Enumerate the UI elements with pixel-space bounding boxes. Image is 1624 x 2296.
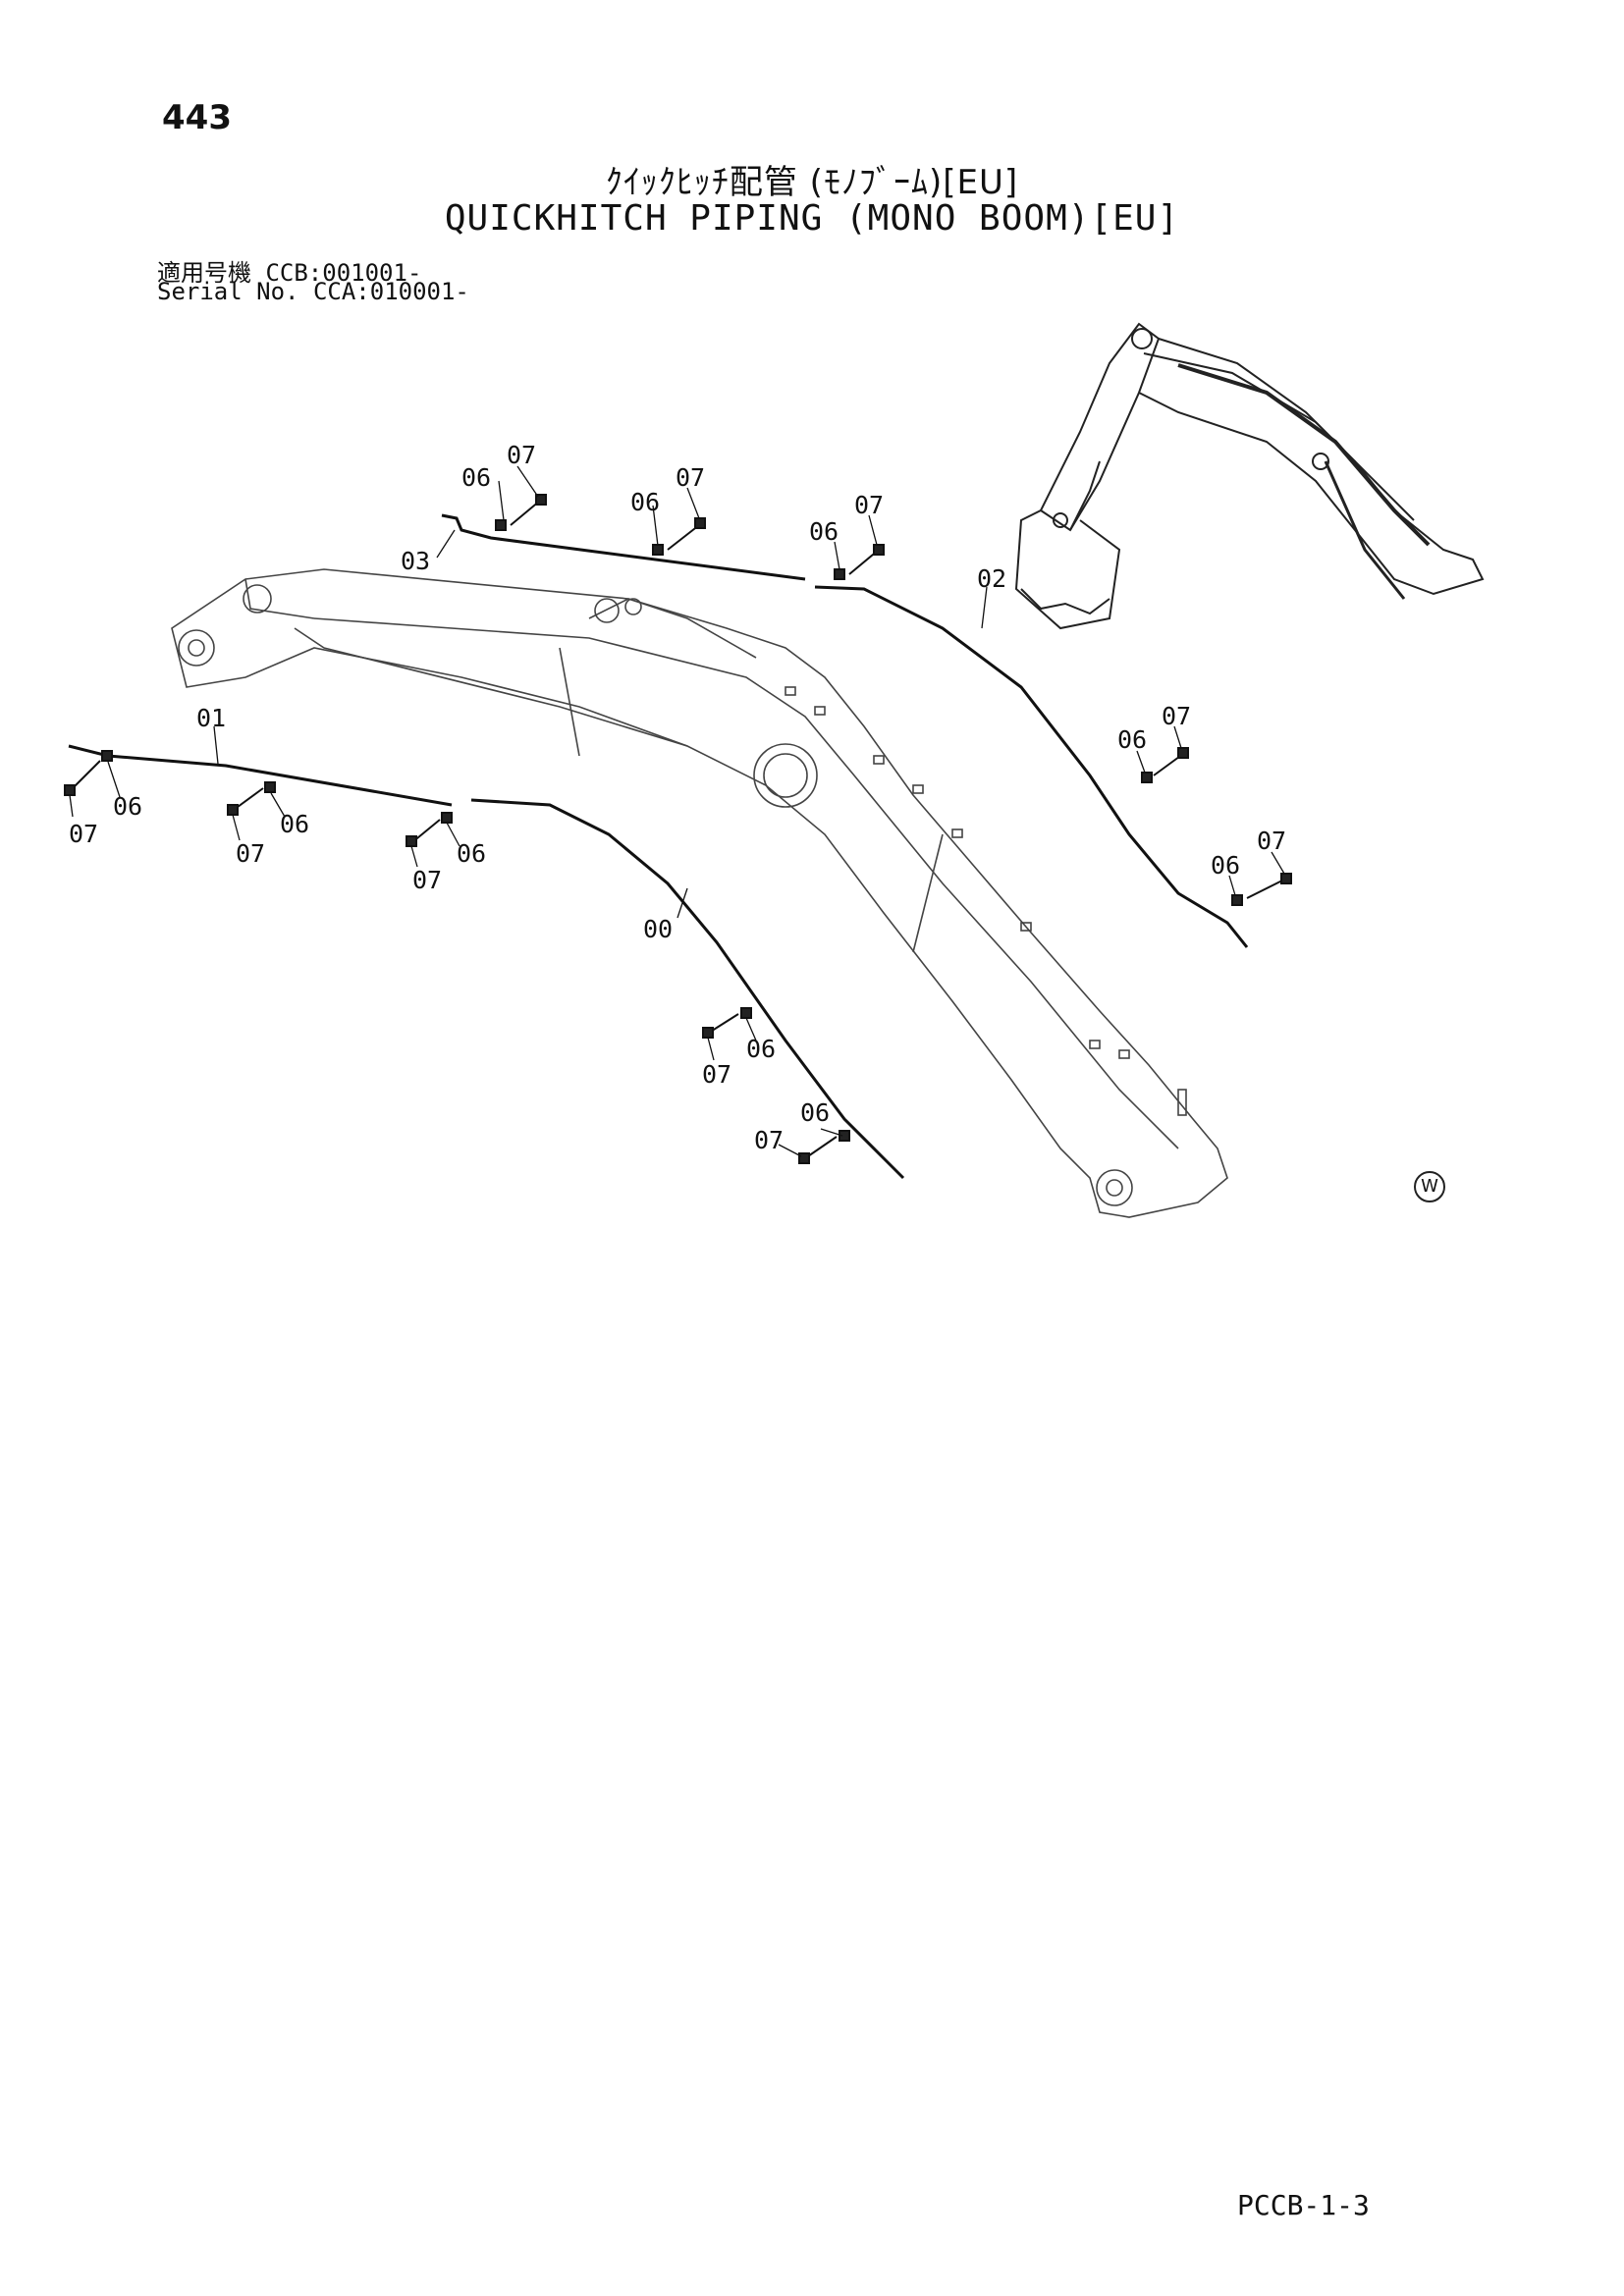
fastener-e [1231,873,1292,906]
pipes [68,513,1249,1180]
label-i-07: 07 [702,1060,731,1089]
label-c-06: 06 [809,517,839,546]
label-a-06: 06 [461,463,491,492]
label-f-06: 06 [113,792,142,821]
label-00: 00 [643,915,673,943]
fastener-d [1141,747,1189,783]
fasteners [64,494,1292,1164]
label-a-07: 07 [507,441,536,469]
label-g-06: 06 [280,810,309,838]
label-03: 03 [401,547,430,575]
label-i-06: 06 [746,1035,776,1063]
pipe-02 [814,585,1249,948]
title-english: QUICKHITCH PIPING (MONO BOOM)[EU] [444,198,1180,239]
fastener-g [227,781,276,816]
fastener-f [64,750,113,796]
fastener-c [834,544,885,580]
label-h-07: 07 [412,866,442,894]
page-number: 443 [162,98,232,137]
label-01: 01 [196,704,226,732]
label-f-07: 07 [69,820,98,848]
label-e-06: 06 [1211,851,1240,880]
pipe-01 [68,744,453,807]
label-j-06: 06 [800,1098,830,1127]
title-japanese: ｸｲｯｸﾋｯﾁ配管 (ﾓﾉﾌﾞｰﾑ)[EU] [605,163,1019,202]
label-b-07: 07 [676,463,705,492]
pipe-00 [470,798,905,1180]
label-j-07: 07 [754,1126,784,1154]
mono-boom [171,568,1228,1218]
serial-range-en: Serial No. CCA:010001- [157,278,469,305]
label-h-06: 06 [457,839,486,868]
parts-diagram: 03 02 01 00 06 07 06 07 06 07 06 07 06 0… [64,322,1485,1218]
label-02: 02 [977,564,1006,593]
label-b-06: 06 [630,488,660,516]
watermark-circle-w: W [1414,1171,1445,1202]
fastener-j [798,1130,850,1164]
label-c-07: 07 [854,491,884,519]
label-d-07: 07 [1162,702,1191,730]
label-g-07: 07 [236,839,265,868]
fastener-h [406,812,453,847]
fastener-a [495,494,547,531]
label-e-07: 07 [1257,827,1286,855]
fastener-b [652,517,706,556]
fastener-i [702,1007,752,1039]
callout-labels: 03 02 01 00 06 07 06 07 06 07 06 07 06 0… [69,441,1286,1154]
excavator-reference-view [1014,322,1485,630]
serial-range-jp: 適用号機 CCB:001001- [157,259,422,287]
page-code: PCCB-1-3 [1237,2189,1370,2221]
leader-lines [69,465,1285,1157]
label-d-06: 06 [1117,725,1147,754]
pipe-03 [441,513,806,581]
